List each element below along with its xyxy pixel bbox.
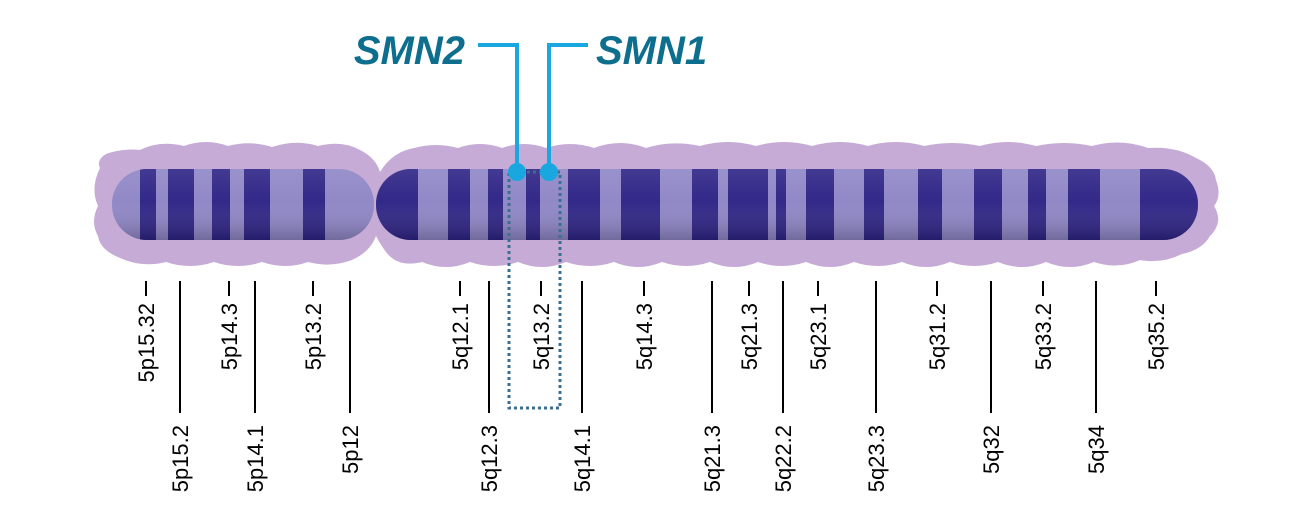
band-label-lower: 5q12.3 [477, 425, 502, 492]
band-label-lower: 5p12 [338, 425, 363, 474]
band-label-upper: 5q35.2 [1144, 303, 1169, 370]
band-label-upper: 5p14.3 [217, 303, 242, 370]
band-label-upper: 5p13.2 [301, 303, 326, 370]
band-label-lower: 5p14.1 [243, 425, 268, 492]
smn2-callout: SMN2 [354, 29, 526, 181]
band-label-lower: 5q32 [979, 425, 1004, 474]
band-label-upper: 5q23.1 [806, 303, 831, 370]
band-label-lower: 5p15.2 [168, 425, 193, 492]
band-label-lower: 5q21.3 [700, 425, 725, 492]
band-label-upper: 5q12.1 [448, 303, 473, 370]
band-label-upper: 5q21.3 [737, 303, 762, 370]
p-arm-shading [112, 169, 374, 240]
band-label-lower: 5q22.2 [771, 425, 796, 492]
smn2-gene-label: SMN2 [354, 29, 465, 73]
band-label-upper: 5p15.32 [134, 303, 159, 383]
band-label-upper: 5q14.3 [632, 303, 657, 370]
smn1-callout: SMN1 [540, 29, 707, 181]
cytoband-labels: 5p15.32 5p14.3 5p13.2 5q12.1 5q13.2 5q14.3 5q2… [134, 281, 1169, 492]
smn-locus-highlight-box [507, 170, 562, 410]
band-label-lower: 5q14.1 [570, 425, 595, 492]
smn1-gene-label: SMN1 [596, 29, 707, 73]
q-arm-shading [376, 169, 1198, 240]
band-label-upper: 5q33.2 [1031, 303, 1056, 370]
band-label-lower: 5q23.3 [864, 425, 889, 492]
band-label-upper: 5q31.2 [925, 303, 950, 370]
band-label-lower: 5q34 [1084, 425, 1109, 474]
band-label-upper: 5q13.2 [529, 303, 554, 370]
